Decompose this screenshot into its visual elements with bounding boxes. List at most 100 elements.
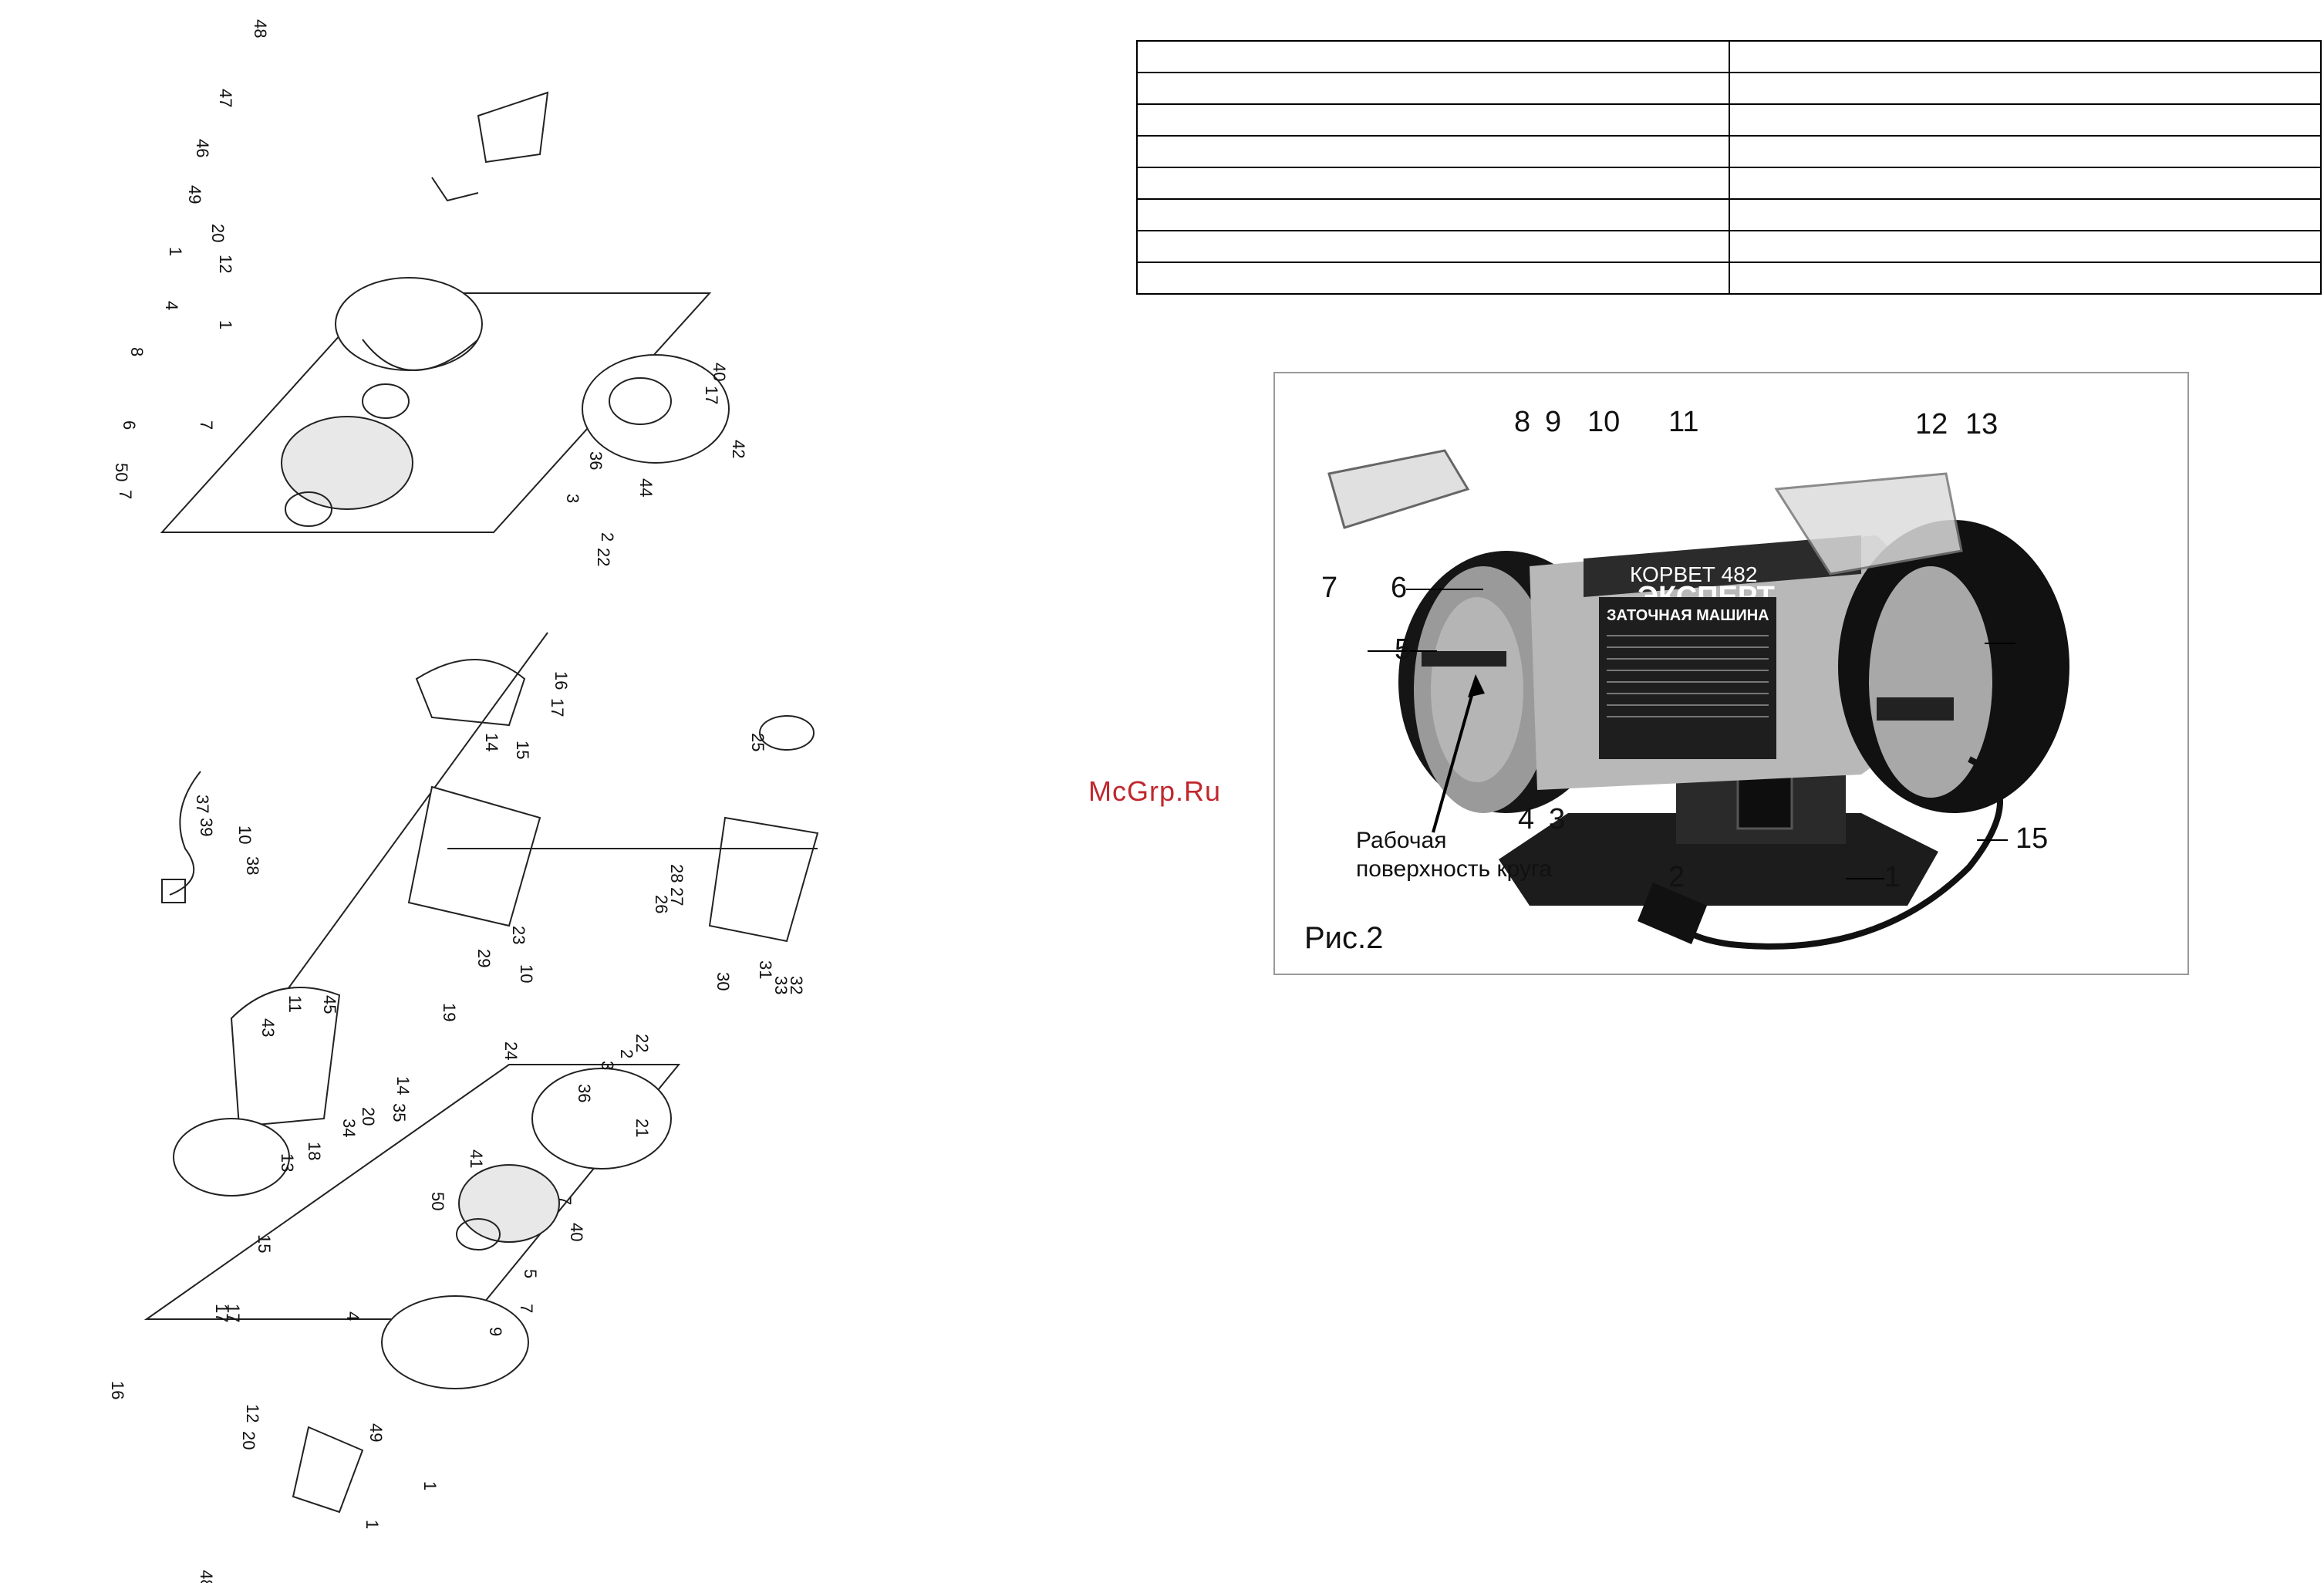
- part-number-label: 1: [363, 1520, 382, 1529]
- spec-table-cell: [1136, 167, 1730, 200]
- callout-10: 10: [1587, 406, 1620, 438]
- part-number-label: 35: [390, 1103, 409, 1122]
- part-number-label: 38: [243, 856, 262, 875]
- part-number-label: 48: [251, 19, 270, 38]
- callout-1: 1: [1884, 861, 1901, 893]
- spec-table-cell: [1728, 230, 2322, 263]
- part-number-label: 30: [713, 972, 733, 991]
- callout-4: 4: [1518, 803, 1534, 835]
- part-number-label: 37: [193, 795, 212, 813]
- callout-2: 2: [1668, 861, 1685, 893]
- part-number-label: 22: [594, 548, 613, 566]
- part-number-label: 26: [652, 895, 671, 913]
- part-number-label: 46: [193, 139, 212, 157]
- part-number-label: 3: [563, 494, 582, 503]
- callout-15: 15: [2015, 822, 2048, 855]
- spec-table-cell: [1728, 167, 2322, 200]
- right-eye-shield: [1774, 472, 1963, 575]
- spec-table-row: [1136, 262, 2322, 295]
- part-number-label: 7: [116, 490, 135, 499]
- callout-14: 14: [2015, 627, 2048, 660]
- surface-arrow: [1432, 681, 1477, 833]
- brand-line1: КОРВЕТ 482: [1630, 562, 1757, 586]
- part-number-label: 1: [216, 320, 235, 329]
- part-number-label: 33: [771, 976, 791, 994]
- spec-table-cell: [1728, 135, 2322, 168]
- part-number-label: 1: [420, 1481, 440, 1490]
- part-number-label: 12: [216, 255, 235, 273]
- part-number-label: 41: [467, 1149, 486, 1168]
- callout-9: 9: [1545, 406, 1561, 438]
- part-number-label: 29: [474, 949, 494, 967]
- left-tool-rest: [1422, 651, 1506, 667]
- part-number-label: 9: [486, 1327, 505, 1336]
- part-number-label: 21: [632, 1119, 652, 1137]
- part-number-label: 17: [548, 698, 567, 717]
- spec-table: [1136, 40, 2322, 295]
- callout-3: 3: [1549, 803, 1565, 835]
- spec-table-cell: [1728, 198, 2322, 231]
- callout-8: 8: [1514, 406, 1530, 438]
- callout-13: 13: [1965, 408, 1998, 440]
- part-number-label: 13: [278, 1153, 297, 1172]
- part-number-label: 34: [339, 1119, 359, 1137]
- part-number-label: 43: [258, 1018, 278, 1037]
- part-number-label: 17: [702, 386, 721, 404]
- part-number-label: 7: [555, 1196, 575, 1205]
- surface-label-line1: Рабочая: [1356, 828, 1446, 853]
- part-number-label: 45: [320, 995, 339, 1014]
- exploded-labels: 4847464920121486750714017423634422216171…: [108, 19, 806, 1583]
- callout-11: 11: [1668, 406, 1698, 438]
- spec-table-cell: [1136, 262, 1730, 295]
- part-number-label: 14: [393, 1076, 413, 1095]
- spec-table-cell: [1136, 135, 1730, 168]
- part-number-label: 25: [748, 733, 767, 751]
- part-number-label: 15: [513, 741, 532, 759]
- spec-table-row: [1136, 103, 2322, 137]
- spec-table-row: [1136, 72, 2322, 105]
- part-number-label: 4: [162, 301, 181, 310]
- part-number-label: 47: [216, 89, 235, 107]
- spec-table-cell: [1728, 40, 2322, 73]
- part-number-label: 18: [305, 1142, 324, 1160]
- spec-table-cell: [1136, 198, 1730, 231]
- right-grinding-wheel: [1869, 566, 1992, 798]
- part-number-label: 20: [359, 1107, 378, 1126]
- right-tool-rest: [1877, 697, 1954, 721]
- spec-table-cell: [1136, 72, 1730, 105]
- surface-label-line2: поверхность круга: [1356, 856, 1552, 882]
- part-number-label: 7: [517, 1304, 536, 1313]
- callout-7: 7: [1321, 572, 1337, 604]
- bench-grinder-illustration: КОРВЕТ 482 ЭКСПЕРТ ЗАТОЧНАЯ МАШИНА: [1304, 406, 2069, 955]
- callout-leaders: [1368, 589, 2015, 879]
- spec-table-row: [1136, 198, 2322, 231]
- part-number-label: 20: [239, 1431, 258, 1450]
- part-number-label: 36: [586, 451, 605, 470]
- part-number-label: 50: [428, 1192, 447, 1210]
- part-number-label: 27: [667, 887, 686, 906]
- spec-table-row: [1136, 230, 2322, 263]
- part-number-label: 40: [567, 1223, 586, 1241]
- part-number-label: 16: [108, 1381, 127, 1399]
- part-number-label: 17: [224, 1304, 243, 1322]
- spec-table-cell: [1136, 230, 1730, 263]
- part-number-label: 32: [787, 976, 806, 994]
- spec-table-cell: [1728, 262, 2322, 295]
- part-number-label: 48: [197, 1570, 216, 1583]
- figure-label: Рис.2: [1304, 921, 1383, 955]
- nameplate: [1599, 597, 1776, 759]
- part-number-label: 31: [756, 960, 775, 979]
- callout-6: 6: [1391, 572, 1407, 604]
- part-number-label: 2: [598, 532, 617, 542]
- part-number-label: 20: [208, 224, 228, 242]
- part-number-label: 16: [551, 671, 571, 690]
- spec-table-row: [1136, 135, 2322, 168]
- part-number-label: 3: [598, 1061, 617, 1070]
- part-number-label: 5: [521, 1269, 540, 1278]
- part-number-label: 22: [632, 1034, 652, 1052]
- part-number-label: 36: [575, 1084, 594, 1102]
- part-number-label: 49: [185, 185, 204, 204]
- part-number-label: 1: [166, 247, 185, 256]
- spec-table-cell: [1728, 103, 2322, 137]
